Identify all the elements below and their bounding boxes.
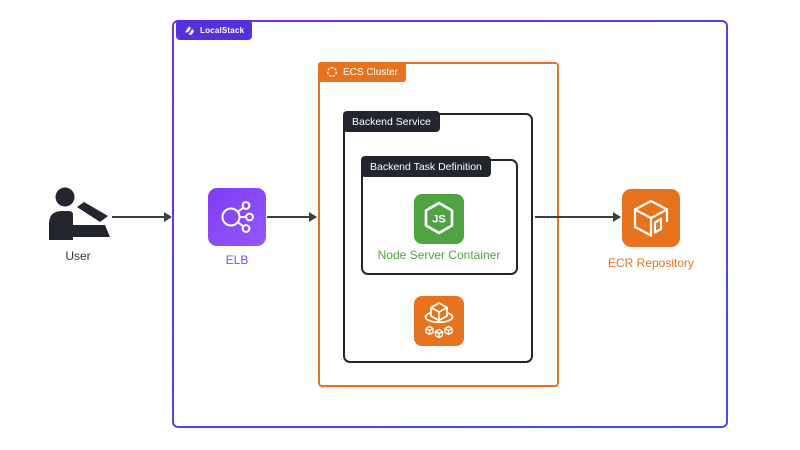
localstack-badge-label: LocalStack (200, 25, 245, 35)
task-definition-badge: Backend Task Definition (361, 156, 491, 177)
ecs-cluster-badge-label: ECS Cluster (343, 66, 399, 78)
arrowhead (164, 212, 172, 222)
arrow-backend-service-to-ecr (535, 212, 621, 222)
task-definition-badge-label: Backend Task Definition (370, 160, 482, 173)
ecs-cluster-box (318, 62, 559, 387)
arrowhead (309, 212, 317, 222)
arrowhead (613, 212, 621, 222)
user-at-laptop-icon (44, 186, 114, 242)
ecs-cluster-badge: ECS Cluster (318, 62, 407, 82)
localstack-badge: LocalStack (176, 20, 253, 40)
ecr-cube-icon (622, 189, 680, 247)
arrow-user-to-localstack (112, 212, 172, 222)
user-label: User (65, 249, 91, 263)
ecr-repository-label: ECR Repository (607, 256, 695, 270)
load-balancer-icon (208, 188, 266, 246)
ecs-cluster-ring-icon (326, 66, 338, 78)
nodejs-icon: JS (414, 194, 464, 244)
elb-label: ELB (225, 253, 249, 267)
localstack-logo-icon (184, 25, 195, 36)
backend-service-badge: Backend Service (343, 111, 440, 132)
nodejs-js-letters: JS (432, 214, 445, 226)
backend-service-badge-label: Backend Service (352, 115, 431, 128)
arrow-elb-to-ecs-cluster (267, 212, 317, 222)
ecs-containers-icon (414, 296, 464, 346)
node-server-container-label: Node Server Container (377, 248, 501, 262)
